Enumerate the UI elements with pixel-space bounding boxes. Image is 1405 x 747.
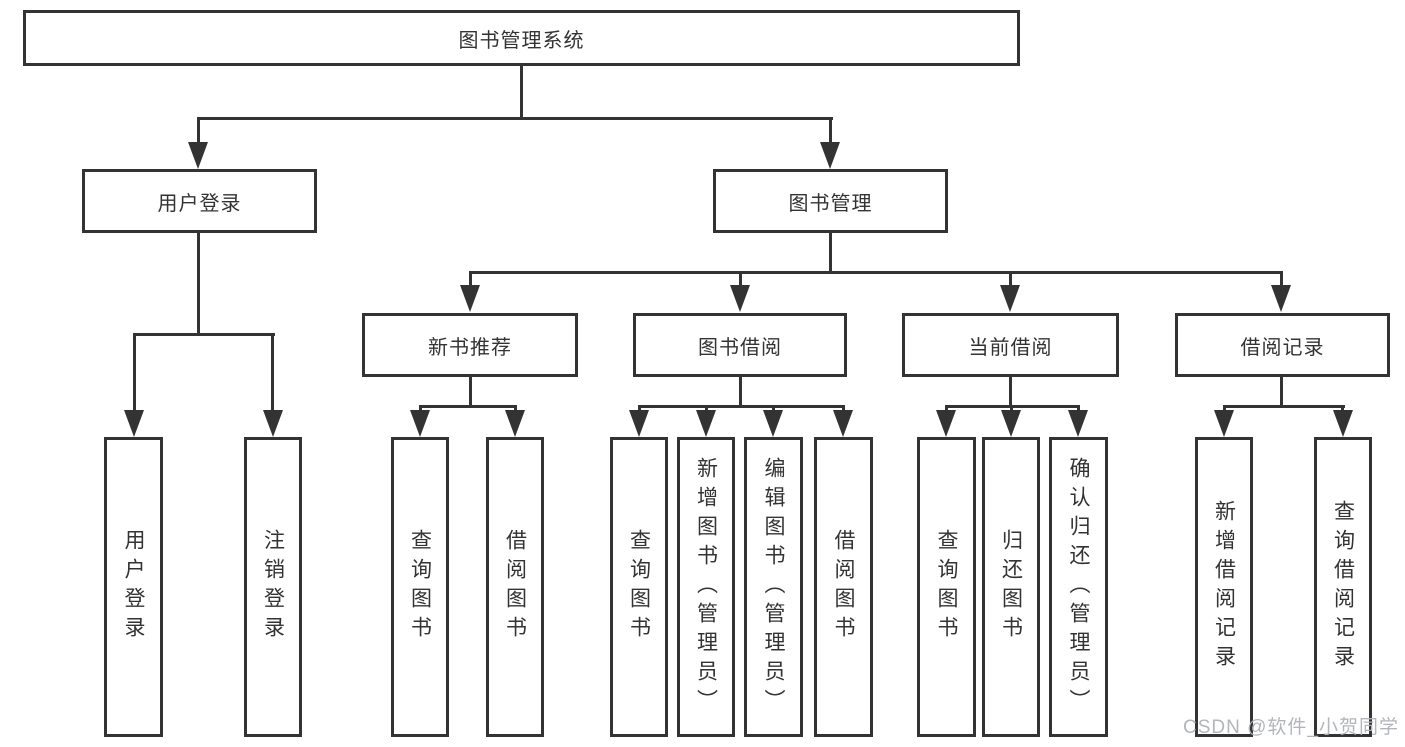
connector-drop-cb-confirm — [1077, 405, 1080, 413]
arrow-down-book-mgmt — [820, 142, 840, 169]
node-book-management-label: 图书管理 — [788, 192, 873, 215]
leaf-bb-edit-books-admin-label: 编辑图书（管理员） — [762, 456, 785, 718]
connector-user-login-stem — [197, 233, 200, 335]
arrow-down-leaf-logout — [263, 410, 283, 437]
leaf-cb-query-books-label: 查询图书 — [935, 529, 958, 645]
node-book-borrowing-label: 图书借阅 — [698, 336, 782, 359]
arrow-down-bb-borrow — [833, 410, 853, 437]
connector-drop-leaf-logout — [271, 333, 274, 412]
leaf-cb-return-books: 归还图书 — [982, 437, 1040, 737]
connector-drop-new-book — [469, 271, 472, 289]
leaf-br-query-record: 查询借阅记录 — [1314, 437, 1372, 737]
leaf-bb-query-books-label: 查询图书 — [627, 529, 651, 645]
arrow-down-bb-edit — [763, 410, 783, 437]
arrow-down-current-borrow — [1000, 285, 1020, 312]
node-borrowing-records-label: 借阅记录 — [1240, 336, 1325, 359]
arrow-down-cb-query — [936, 410, 956, 437]
arrow-down-cb-return — [1001, 410, 1021, 437]
node-new-book-recommend-label: 新书推荐 — [428, 336, 512, 359]
node-root: 图书管理系统 — [23, 10, 1020, 66]
connector-drop-book-mgmt — [829, 117, 832, 145]
arrow-down-br-query — [1333, 410, 1353, 437]
leaf-nb-query-books: 查询图书 — [391, 437, 449, 737]
connector-drop-user-login — [197, 117, 200, 145]
connector-drop-bb-query — [638, 405, 641, 413]
connector-book-borrow-rail — [638, 405, 845, 408]
connector-drop-cb-query — [945, 405, 948, 413]
connector-level1-rail — [197, 117, 833, 120]
arrow-down-br-add — [1214, 410, 1234, 437]
connector-drop-bb-edit — [772, 405, 775, 413]
connector-drop-br-add — [1223, 405, 1226, 413]
node-user-login: 用户登录 — [82, 169, 317, 233]
arrow-down-bb-query — [629, 410, 649, 437]
arrow-down-nb-borrow — [505, 410, 525, 437]
connector-borrow-records-rail — [1223, 405, 1345, 408]
node-new-book-recommend: 新书推荐 — [362, 313, 578, 377]
connector-drop-leaf-user-login — [133, 333, 136, 412]
arrow-down-leaf-user-login — [124, 410, 144, 437]
leaf-bb-borrow-books: 借阅图书 — [814, 437, 873, 737]
connector-root-stem — [520, 66, 523, 120]
arrow-down-cb-confirm — [1068, 410, 1088, 437]
leaf-cb-confirm-return-admin-label: 确认归还（管理员） — [1067, 456, 1090, 718]
connector-new-book-stem — [469, 377, 472, 408]
connector-new-book-rail — [419, 405, 517, 408]
watermark: CSDN @软件_小贺同学 — [1183, 717, 1399, 738]
connector-borrow-records-stem — [1280, 377, 1283, 408]
arrow-down-nb-query — [410, 410, 430, 437]
leaf-nb-query-books-label: 查询图书 — [408, 529, 432, 645]
leaf-logout-label: 注销登录 — [261, 529, 285, 645]
leaf-logout: 注销登录 — [244, 437, 302, 737]
connector-drop-current-borrow — [1009, 271, 1012, 289]
leaf-bb-query-books: 查询图书 — [610, 437, 668, 737]
connector-book-mgmt-stem — [829, 233, 832, 274]
leaf-bb-add-books-admin-label: 新增图书（管理员） — [694, 456, 718, 718]
connector-drop-bb-borrow — [842, 405, 845, 413]
arrow-down-new-book — [460, 285, 480, 312]
arrow-down-user-login — [188, 142, 208, 169]
node-current-borrowing: 当前借阅 — [902, 313, 1119, 377]
node-current-borrowing-label: 当前借阅 — [968, 336, 1053, 359]
connector-drop-borrow-records — [1280, 271, 1283, 289]
connector-drop-nb-borrow — [514, 405, 517, 413]
arrow-down-borrow-records — [1271, 285, 1291, 312]
connector-drop-cb-return — [1010, 405, 1013, 413]
node-book-management: 图书管理 — [713, 169, 948, 233]
leaf-br-add-record-label: 新增借阅记录 — [1212, 500, 1236, 674]
connector-current-borrow-stem — [1009, 377, 1012, 408]
connector-level2-rail — [469, 271, 1283, 274]
leaf-nb-borrow-books-label: 借阅图书 — [503, 529, 527, 645]
leaf-nb-borrow-books: 借阅图书 — [486, 437, 544, 737]
connector-drop-bb-add — [705, 405, 708, 413]
connector-book-borrow-stem — [739, 377, 742, 408]
node-book-borrowing: 图书借阅 — [633, 313, 847, 377]
leaf-bb-borrow-books-label: 借阅图书 — [832, 529, 855, 645]
leaf-bb-add-books-admin: 新增图书（管理员） — [677, 437, 735, 737]
connector-user-login-rail — [133, 333, 275, 336]
leaf-user-login-label: 用户登录 — [122, 529, 145, 645]
arrow-down-bb-add — [696, 410, 716, 437]
node-borrowing-records: 借阅记录 — [1175, 313, 1390, 377]
leaf-cb-confirm-return-admin: 确认归还（管理员） — [1049, 437, 1108, 737]
node-user-login-label: 用户登录 — [157, 192, 242, 215]
arrow-down-book-borrow — [730, 285, 750, 312]
leaf-user-login: 用户登录 — [104, 437, 163, 737]
connector-drop-book-borrow — [739, 271, 742, 289]
connector-drop-br-query — [1341, 405, 1344, 413]
leaf-br-query-record-label: 查询借阅记录 — [1331, 500, 1355, 674]
leaf-cb-query-books: 查询图书 — [917, 437, 976, 737]
leaf-cb-return-books-label: 归还图书 — [999, 529, 1023, 645]
connector-drop-nb-query — [419, 405, 422, 413]
leaf-bb-edit-books-admin: 编辑图书（管理员） — [744, 437, 803, 737]
node-root-label: 图书管理系统 — [458, 29, 585, 52]
leaf-br-add-record: 新增借阅记录 — [1195, 437, 1253, 737]
